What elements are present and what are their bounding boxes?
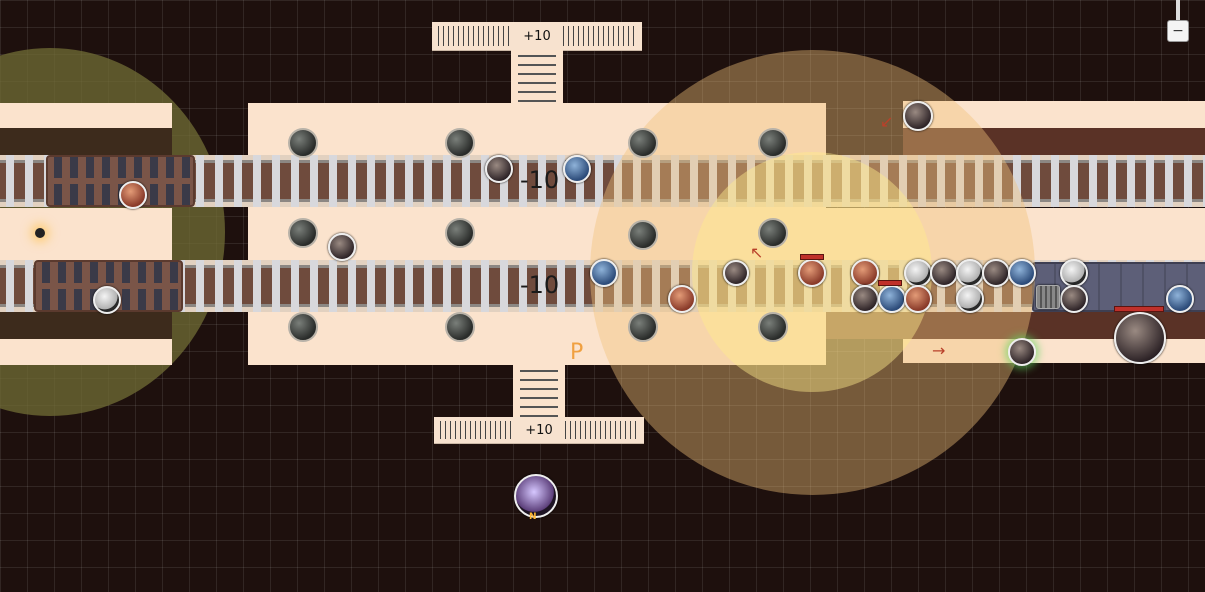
arrow-lower: → — [932, 341, 946, 360]
bench-bottom: +10 — [434, 417, 644, 444]
character-token[interactable] — [1060, 259, 1088, 287]
pillar — [288, 312, 318, 342]
token-label: N — [529, 512, 537, 522]
character-token[interactable] — [930, 259, 958, 287]
character-token[interactable] — [878, 285, 906, 313]
bench-top: +10 — [432, 22, 642, 51]
character-token[interactable] — [956, 259, 984, 287]
zoom-out-button[interactable]: − — [1167, 20, 1189, 42]
pillar — [445, 218, 475, 248]
left-platform-band-bottom — [0, 312, 172, 339]
pillar — [628, 312, 658, 342]
character-token[interactable] — [798, 259, 826, 287]
character-token[interactable] — [485, 155, 513, 183]
bench-bottom-label: +10 — [525, 422, 553, 438]
character-token[interactable] — [851, 285, 879, 313]
character-token[interactable] — [904, 259, 932, 287]
character-token[interactable] — [668, 285, 696, 313]
arrow-mid: ↖ — [750, 243, 764, 262]
bench-top-label: +10 — [523, 28, 551, 44]
track-lower-label: -10 — [520, 271, 560, 299]
p-marker: P — [570, 340, 584, 365]
pillar — [758, 312, 788, 342]
barrel-token[interactable] — [1036, 285, 1060, 309]
right-platform-middle — [826, 208, 1205, 260]
minus-icon: − — [1172, 23, 1184, 39]
character-token[interactable] — [563, 155, 591, 183]
buffed-character-token[interactable] — [1008, 338, 1036, 366]
pillar — [758, 218, 788, 248]
character-token[interactable] — [590, 259, 618, 287]
left-platform-band-top — [0, 128, 172, 155]
character-token-n[interactable] — [514, 474, 558, 518]
bench-top-slats-right — [562, 26, 636, 46]
track-upper-label: -10 — [520, 166, 560, 194]
character-token[interactable] — [982, 259, 1010, 287]
character-token[interactable] — [723, 260, 749, 286]
character-token[interactable] — [328, 233, 356, 261]
pillar — [288, 128, 318, 158]
stairs-top — [511, 50, 563, 103]
left-platform-bottom — [0, 339, 172, 365]
character-token[interactable] — [119, 181, 147, 209]
character-token[interactable] — [1060, 285, 1088, 313]
left-platform-middle — [0, 208, 172, 260]
stairs-bottom — [513, 365, 565, 417]
zoom-slider[interactable] — [1176, 0, 1180, 20]
bench-bottom-slats-right — [564, 420, 638, 440]
hp-bar — [1114, 306, 1164, 312]
hp-bar — [800, 254, 824, 260]
hp-bar — [878, 280, 902, 286]
left-platform-top — [0, 103, 172, 128]
pillar — [445, 312, 475, 342]
character-token[interactable] — [904, 285, 932, 313]
character-token[interactable] — [903, 101, 933, 131]
character-token[interactable] — [93, 286, 121, 314]
bench-bottom-slats-left — [440, 420, 514, 440]
pillar — [628, 220, 658, 250]
bench-top-slats-left — [438, 26, 512, 46]
character-token[interactable] — [1166, 285, 1194, 313]
pillar — [288, 218, 318, 248]
pillar — [758, 128, 788, 158]
large-character-token[interactable] — [1114, 312, 1166, 364]
character-token[interactable] — [1008, 259, 1036, 287]
track-upper — [0, 155, 1205, 207]
pillar — [445, 128, 475, 158]
arrow-upper: ↙ — [880, 112, 894, 131]
light-source-token[interactable] — [35, 228, 45, 238]
character-token[interactable] — [956, 285, 984, 313]
right-platform-band — [903, 128, 1205, 155]
pillar — [628, 128, 658, 158]
character-token[interactable] — [851, 259, 879, 287]
right-platform-top — [903, 101, 1205, 128]
